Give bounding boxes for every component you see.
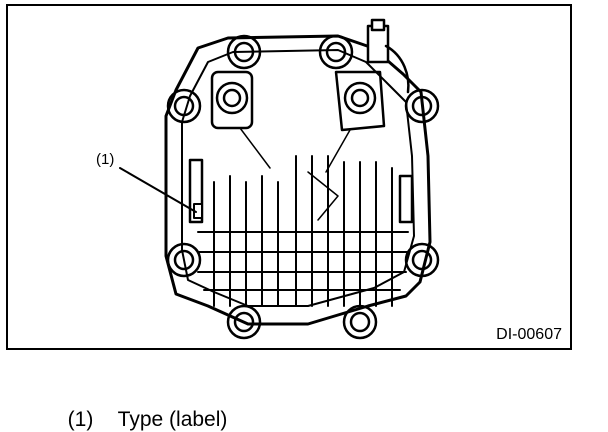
bolt-top-left	[226, 34, 262, 70]
bolt-left-lower	[166, 242, 202, 278]
bolt-left-upper	[166, 88, 202, 124]
cooling-fins-horizontal	[197, 231, 409, 291]
bolt-right-lower	[404, 242, 440, 278]
bolt-top-right	[318, 34, 354, 70]
cover-inner-rim	[181, 49, 415, 307]
bolt-bottom-right	[342, 304, 378, 340]
support-lines	[239, 127, 351, 221]
mounting-boss-right	[334, 70, 386, 132]
differential-rear-cover-drawing	[119, 18, 440, 340]
legend-text: Type (label)	[117, 408, 228, 431]
slot-left	[188, 158, 204, 224]
callout-label-1: (1)	[96, 151, 115, 168]
breather-connector	[366, 18, 410, 94]
mounting-boss-left	[210, 70, 254, 130]
bolt-right-upper	[404, 88, 440, 124]
figure-id: DI-00607	[496, 326, 562, 343]
legend: (1) Type (label)	[56, 384, 228, 432]
bolt-bottom-left	[226, 304, 262, 340]
callout-leader-line	[119, 167, 197, 213]
legend-number: (1)	[67, 408, 94, 431]
bolt-bosses	[166, 34, 440, 340]
slot-right	[398, 174, 414, 224]
cover-outline	[164, 34, 432, 326]
figure-frame: (1) DI-00607	[6, 4, 572, 350]
